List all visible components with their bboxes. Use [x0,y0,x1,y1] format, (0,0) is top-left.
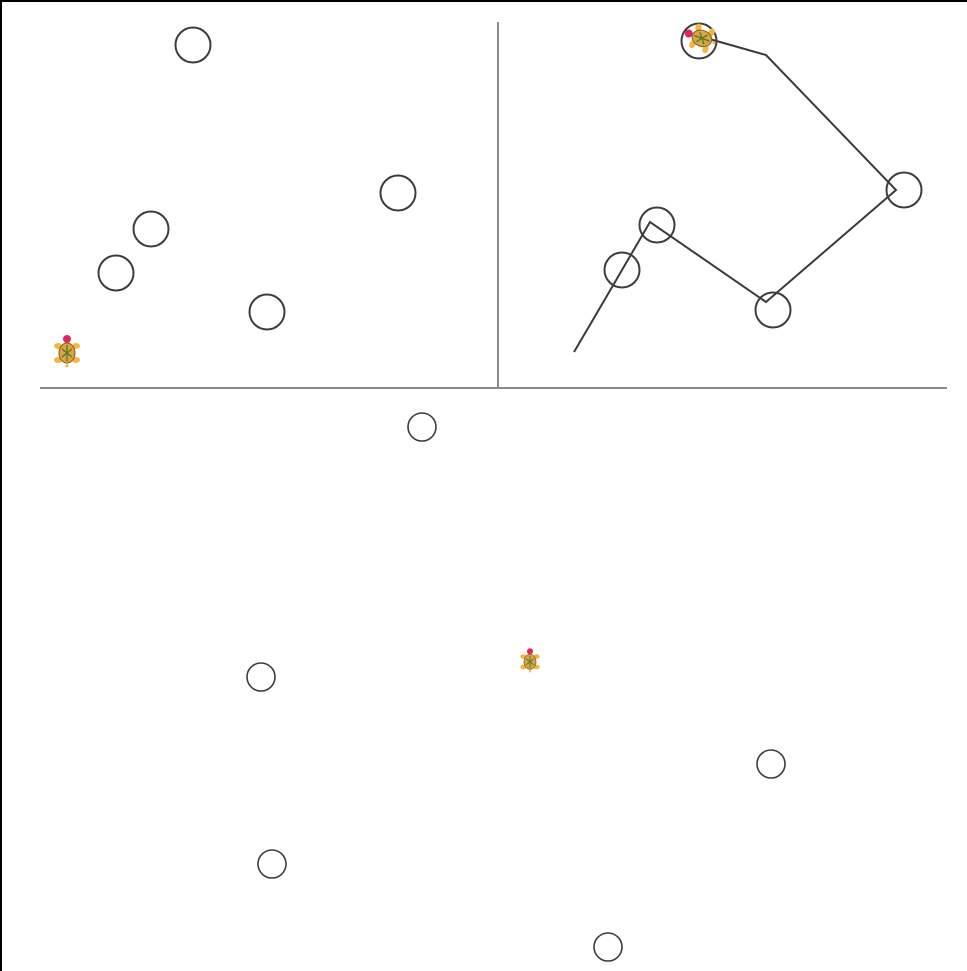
circle-target-icon [250,295,285,330]
circle-target-icon [757,750,785,778]
panel-bottom [247,413,785,961]
circle-target-icon [176,28,211,63]
turtle-icon [520,648,540,672]
circle-target-icon [247,663,275,691]
turtle-trail [574,38,896,352]
turtle-icon [54,335,80,367]
circle-target-icon [594,933,622,961]
circle-target-icon [408,413,436,441]
circle-target-icon [640,208,675,243]
circle-target-icon [99,256,134,291]
circle-target-icon [258,850,286,878]
panel-top-left [54,28,416,368]
panel-top-right [574,20,922,352]
circle-target-icon [134,212,169,247]
circle-target-icon [887,173,922,208]
circle-target-icon [381,176,416,211]
circle-target-icon [756,293,791,328]
